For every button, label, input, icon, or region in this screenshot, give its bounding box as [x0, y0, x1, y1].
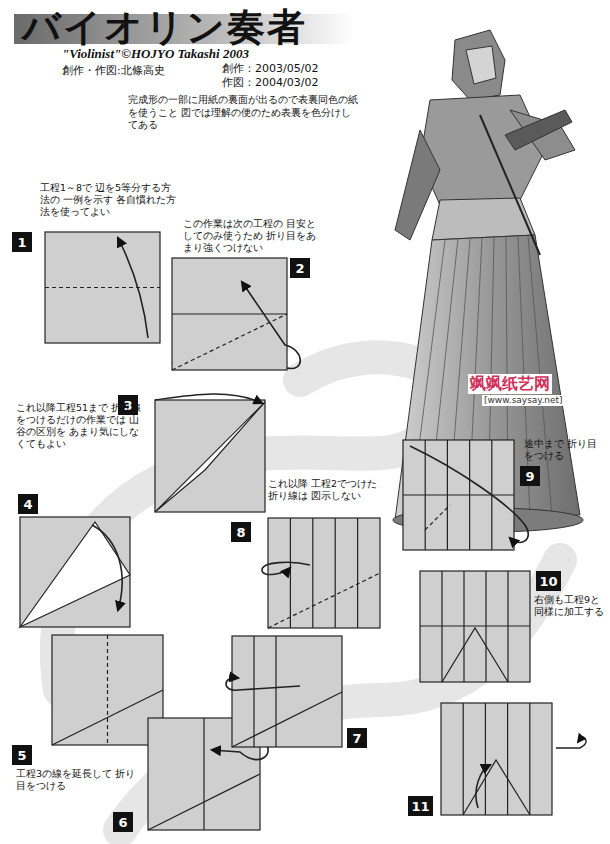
- step-number-text: 5: [17, 748, 26, 763]
- page-title: バイオリン奏者: [22, 4, 307, 52]
- step-note: 工程1～8で 辺を5等分する方法の 一例を示す 各自慣れた方法を使ってよい: [40, 182, 180, 218]
- step-number: 5: [12, 745, 32, 765]
- step-number: 7: [347, 728, 367, 748]
- step-number: 1: [12, 232, 32, 252]
- step-number: 2: [290, 258, 310, 278]
- step-number: 4: [18, 494, 38, 514]
- credit-line: "Violinist"©HOJYO Takashi 2003: [62, 46, 249, 62]
- drawing-date: 作図：2004/03/02: [222, 76, 318, 90]
- step-number-text: 2: [295, 261, 304, 276]
- step-note: 工程3の線を延長して 折り目をつける: [16, 768, 136, 792]
- paper-note: 完成形の一部に用紙の裏面が出るので表裏同色の紙を使うこと 図では理解の便のため表…: [128, 94, 360, 132]
- step-note: これ以降工程51まで 折り線をつけるだけの作業では 山谷の区別を あまり気にしな…: [16, 402, 148, 450]
- step-number-text: 7: [352, 731, 361, 746]
- watermark: 飒飒纸艺网: [468, 374, 552, 394]
- step-number-text: 8: [236, 525, 245, 540]
- step-number-text: 1: [17, 235, 26, 250]
- step-number-text: 11: [411, 799, 429, 814]
- step-number: 6: [113, 812, 133, 832]
- step-note: この作業は次の工程の 目安としてのみ使うため 折り目をあまり強くつけない: [183, 218, 318, 254]
- step-number-text: 10: [539, 574, 557, 589]
- step-number-text: 6: [118, 815, 127, 830]
- step-number: 11: [408, 796, 433, 816]
- step-note: 途中まで 折り目をつける: [524, 438, 598, 462]
- creation-date: 創作：2003/05/02: [222, 62, 318, 76]
- step-number: 9: [520, 466, 540, 486]
- step-note: 右側も工程9と 同様に加工する: [534, 594, 606, 618]
- step-diagrams: [20, 232, 586, 830]
- author: 創作・作図:北條高史: [62, 64, 165, 78]
- watermark-url: [www.saysay.net]: [482, 395, 565, 406]
- step-note: これ以降 工程2でつけた折り線は 図示しない: [268, 478, 386, 502]
- step-number-text: 4: [23, 497, 32, 512]
- step-number: 8: [231, 522, 251, 542]
- step-number-text: 9: [525, 469, 534, 484]
- step-number: 10: [536, 571, 561, 591]
